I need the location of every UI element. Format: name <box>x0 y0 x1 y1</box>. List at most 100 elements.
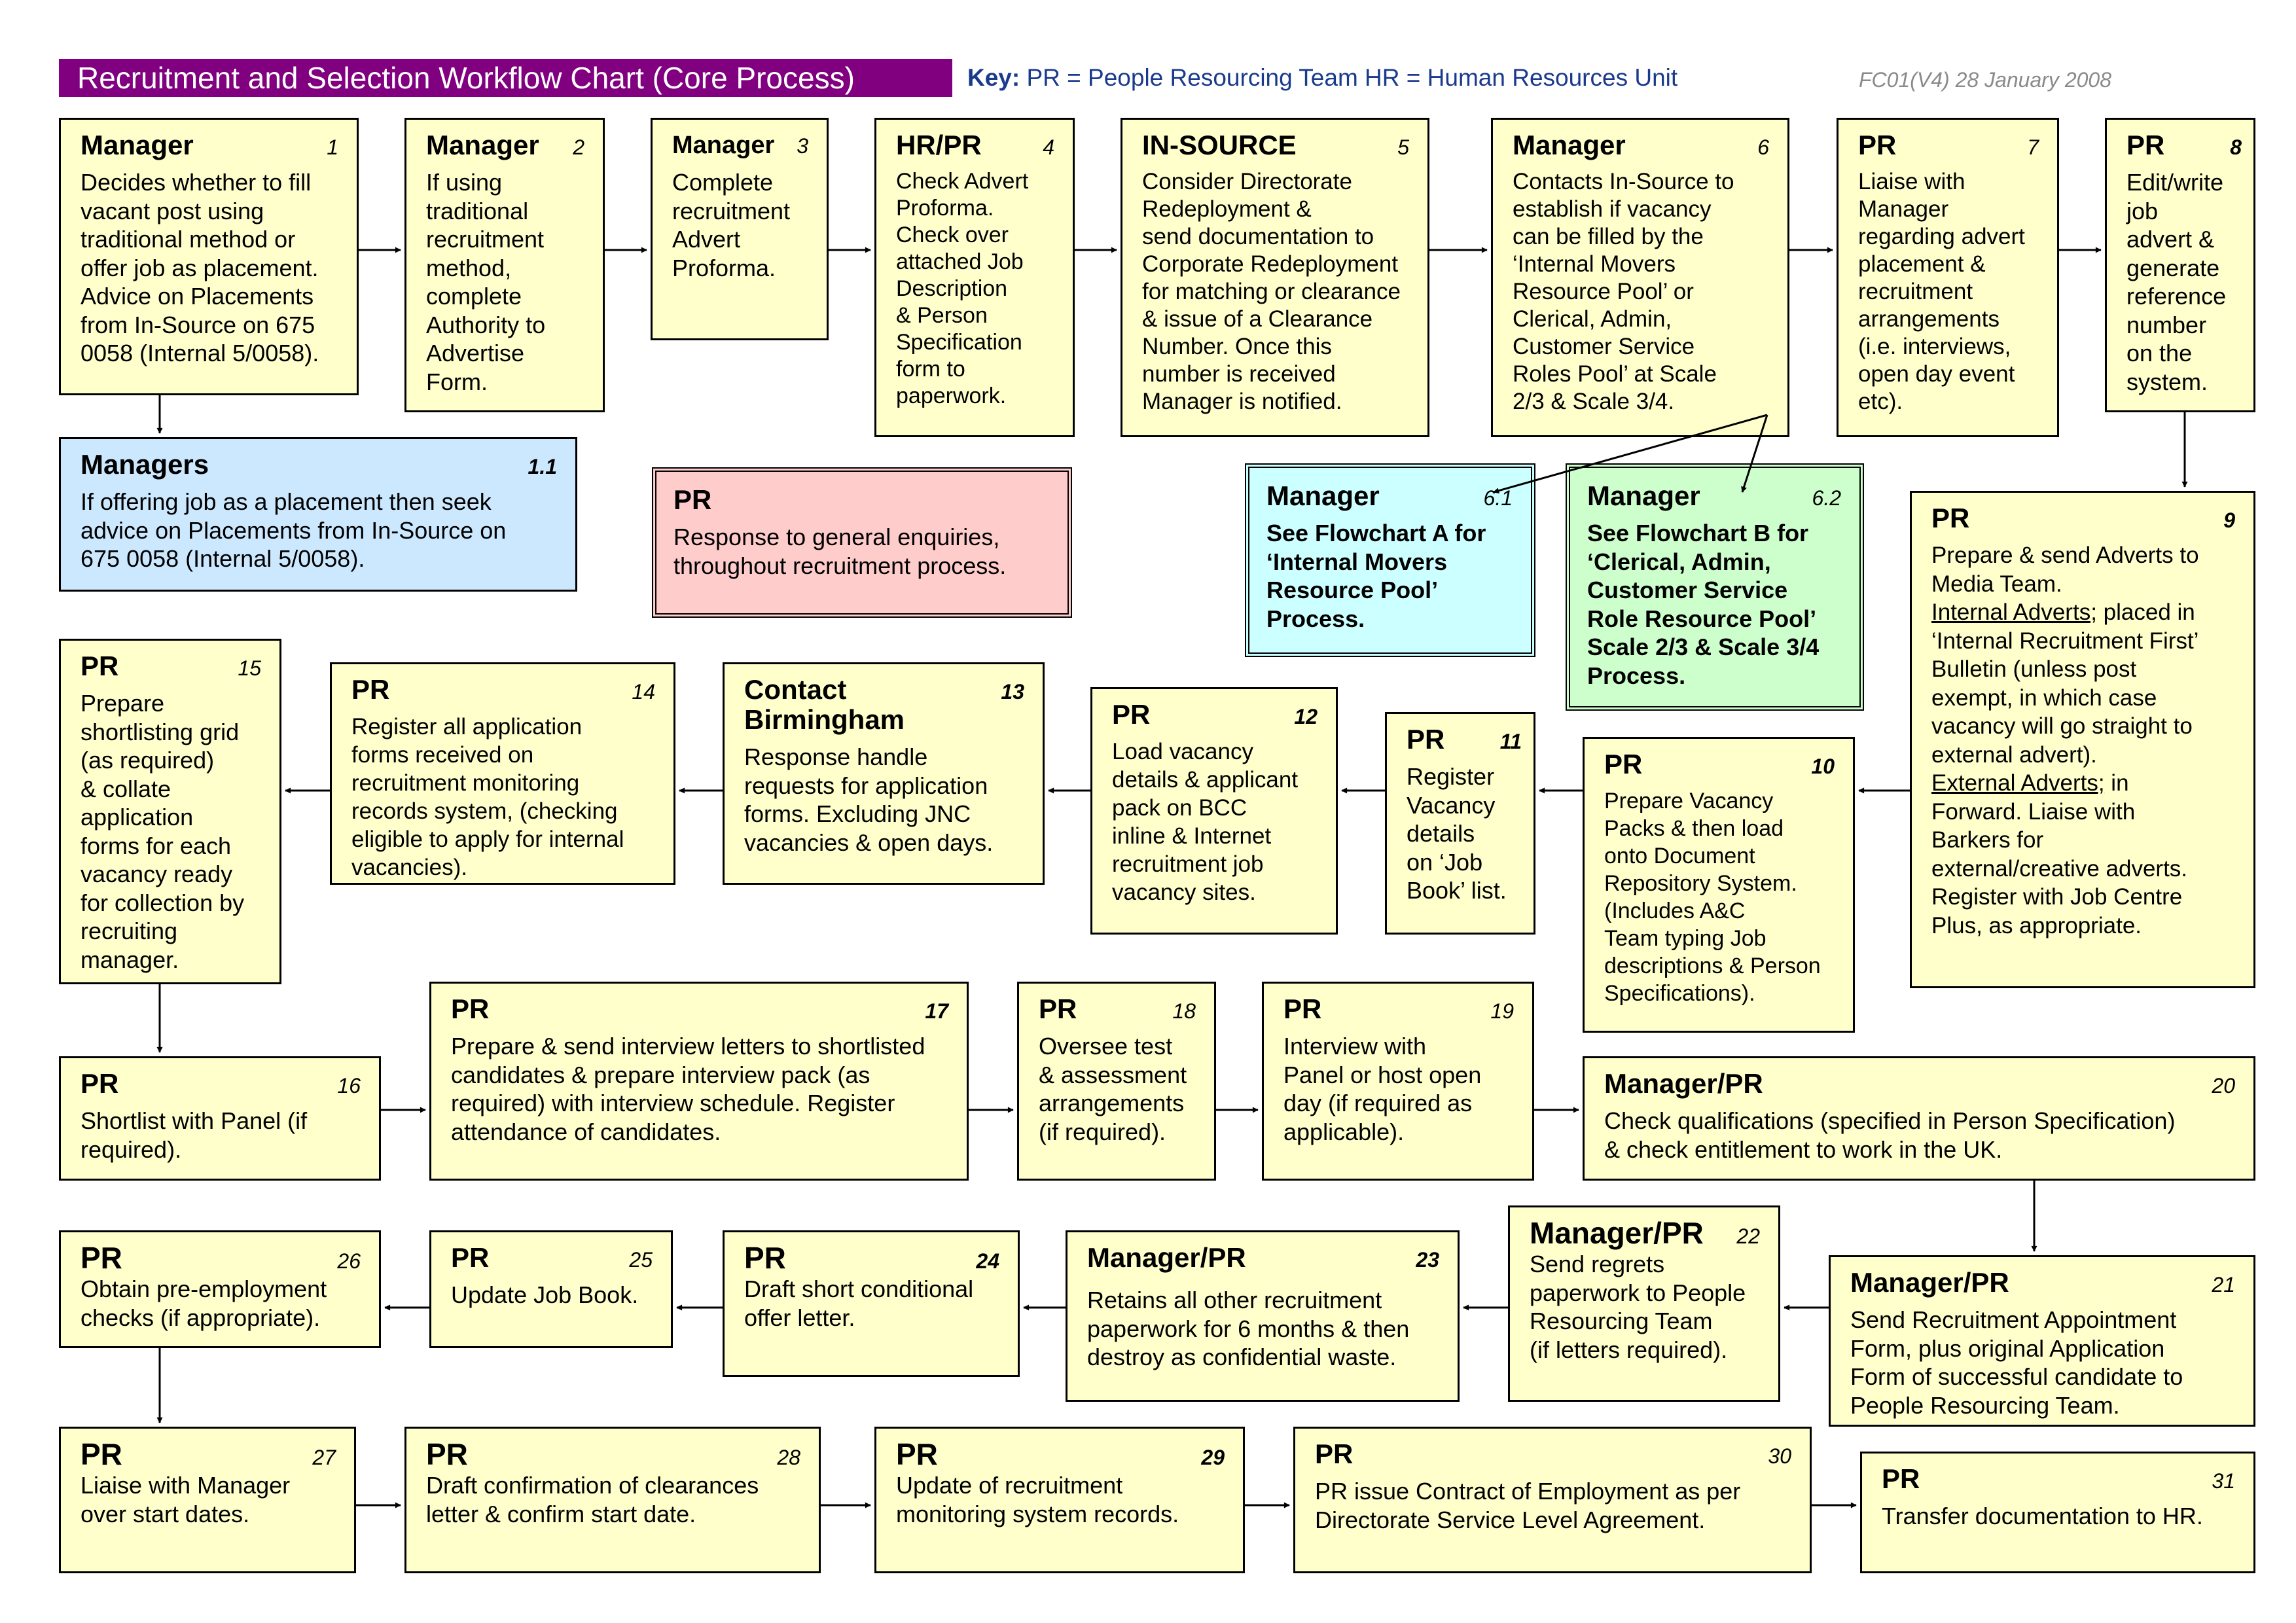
step-11-box: PR 11 Register Vacancy details on ‘Job Bo… <box>1385 712 1535 935</box>
step-15-number: 15 <box>238 656 261 680</box>
step-31-number: 31 <box>2212 1469 2235 1493</box>
step-8-role: PR <box>2126 130 2165 160</box>
step-22-text: Send regrets paperwork to People Resourc… <box>1530 1251 1746 1363</box>
step-17-text: Prepare & send interview letters to shor… <box>451 1033 925 1145</box>
step-30-number: 30 <box>1768 1444 1791 1468</box>
step-31-text: Transfer documentation to HR. <box>1882 1503 2203 1529</box>
key-label: Key: <box>967 64 1020 91</box>
step-21-box: Manager/PR 21 Send Recruitment Appointmen… <box>1829 1255 2255 1427</box>
step-24-role: PR <box>744 1241 786 1275</box>
step-29-box: PR 29 Update of recruitment monitoring sy… <box>874 1427 1245 1573</box>
step-9-number: 9 <box>2223 508 2235 532</box>
step-9-role: PR <box>1931 503 1970 533</box>
step-29-role: PR <box>896 1437 938 1471</box>
general-enquiries-box: PR Response to general enquiries, throug… <box>652 467 1072 618</box>
step-1-role: Manager <box>81 130 194 160</box>
step-6-2-text: See Flowchart B for ‘Clerical, Admin, Cu… <box>1587 520 1820 689</box>
step-15-role: PR <box>81 651 119 681</box>
step-5-number: 5 <box>1397 135 1409 159</box>
step-7-box: PR 7 Liaise with Manager regarding advert… <box>1837 118 2059 437</box>
step-16-role: PR <box>81 1068 119 1099</box>
step-1-1-number: 1.1 <box>528 455 557 478</box>
step-8-number: 8 <box>2230 135 2242 159</box>
step-19-text: Interview with Panel or host open day (i… <box>1283 1033 1482 1145</box>
step-22-role: Manager/PR <box>1530 1216 1704 1250</box>
step-10-text: Prepare Vacancy Packs & then load onto D… <box>1604 789 1821 1006</box>
step-25-text: Update Job Book. <box>451 1281 639 1308</box>
step-7-role: PR <box>1858 130 1897 160</box>
step-13-box: Contact Birmingham 13 Response handle req… <box>723 662 1045 885</box>
step-10-role: PR <box>1604 749 1643 779</box>
step-6-2-number: 6.2 <box>1812 486 1841 510</box>
step-13-number: 13 <box>1001 680 1024 704</box>
chart-title: Recruitment and Selection Workflow Chart… <box>59 59 952 97</box>
step-20-box: Manager/PR 20 Check qualifications (speci… <box>1583 1056 2255 1181</box>
step-11-role: PR <box>1407 724 1445 755</box>
step-23-role: Manager/PR <box>1087 1242 1246 1273</box>
step-28-number: 28 <box>777 1446 800 1469</box>
step-18-text: Oversee test & assessment arrangements (… <box>1039 1033 1187 1145</box>
step-6-1-number: 6.1 <box>1483 486 1513 510</box>
step-4-number: 4 <box>1043 135 1054 159</box>
step-12-text: Load vacancy details & applicant pack on… <box>1112 739 1299 905</box>
step-7-text: Liaise with Manager regarding advert pla… <box>1858 169 2025 414</box>
step-20-number: 20 <box>2212 1074 2235 1097</box>
step-1-box: Manager 1 Decides whether to fill vacant … <box>59 118 359 395</box>
step-21-text: Send Recruitment Appointment Form, plus … <box>1850 1306 2183 1419</box>
step-4-text: Check Advert Proforma. Check over attach… <box>896 169 1029 408</box>
step-17-role: PR <box>451 993 490 1024</box>
step-26-text: Obtain pre-employment checks (if appropr… <box>81 1275 327 1331</box>
step-11-number: 11 <box>1499 730 1522 753</box>
step-1-1-role: Managers <box>81 449 209 480</box>
step-5-text: Consider Directorate Redeployment & send… <box>1142 169 1401 414</box>
step-9-internal-text: placed in ‘Internal Recruitment First’ B… <box>1931 599 2199 768</box>
step-29-number: 29 <box>1201 1446 1225 1469</box>
step-27-text: Liaise with Manager over start dates. <box>81 1472 291 1527</box>
step-28-role: PR <box>426 1437 468 1471</box>
step-26-role: PR <box>81 1241 122 1275</box>
step-22-box: Manager/PR 22 Send regrets paperwork to P… <box>1508 1205 1780 1402</box>
step-22-number: 22 <box>1736 1224 1760 1248</box>
step-1-text: Decides whether to fill vacant post usin… <box>81 169 319 366</box>
step-3-role: Manager <box>672 132 775 159</box>
step-29-text: Update of recruitment monitoring system … <box>896 1472 1179 1527</box>
step-1-number: 1 <box>327 135 338 159</box>
step-27-number: 27 <box>312 1446 336 1469</box>
step-13-text: Response handle requests for application… <box>744 743 994 856</box>
step-6-1-text: See Flowchart A for ‘Internal Movers Res… <box>1266 520 1486 632</box>
step-2-role: Manager <box>426 130 539 160</box>
key-definitions: PR = People Resourcing Team HR = Human R… <box>1026 64 1678 91</box>
step-20-text: Check qualifications (specified in Perso… <box>1604 1107 2176 1163</box>
general-enquiries-text: Response to general enquiries, throughou… <box>673 524 1007 579</box>
step-11-text: Register Vacancy details on ‘Job Book’ l… <box>1407 763 1507 904</box>
step-14-number: 14 <box>632 680 655 704</box>
step-18-number: 18 <box>1172 999 1196 1023</box>
step-30-role: PR <box>1315 1438 1354 1469</box>
step-21-role: Manager/PR <box>1850 1267 2009 1298</box>
step-7-number: 7 <box>2027 135 2039 159</box>
step-2-text: If using traditional recruitment method,… <box>426 169 546 395</box>
step-21-number: 21 <box>2212 1273 2235 1296</box>
step-9-external-text: in Forward. Liaise with Barkers for exte… <box>1931 770 2188 938</box>
step-20-role: Manager/PR <box>1604 1068 1763 1099</box>
step-13-role: Contact Birmingham <box>744 674 905 735</box>
